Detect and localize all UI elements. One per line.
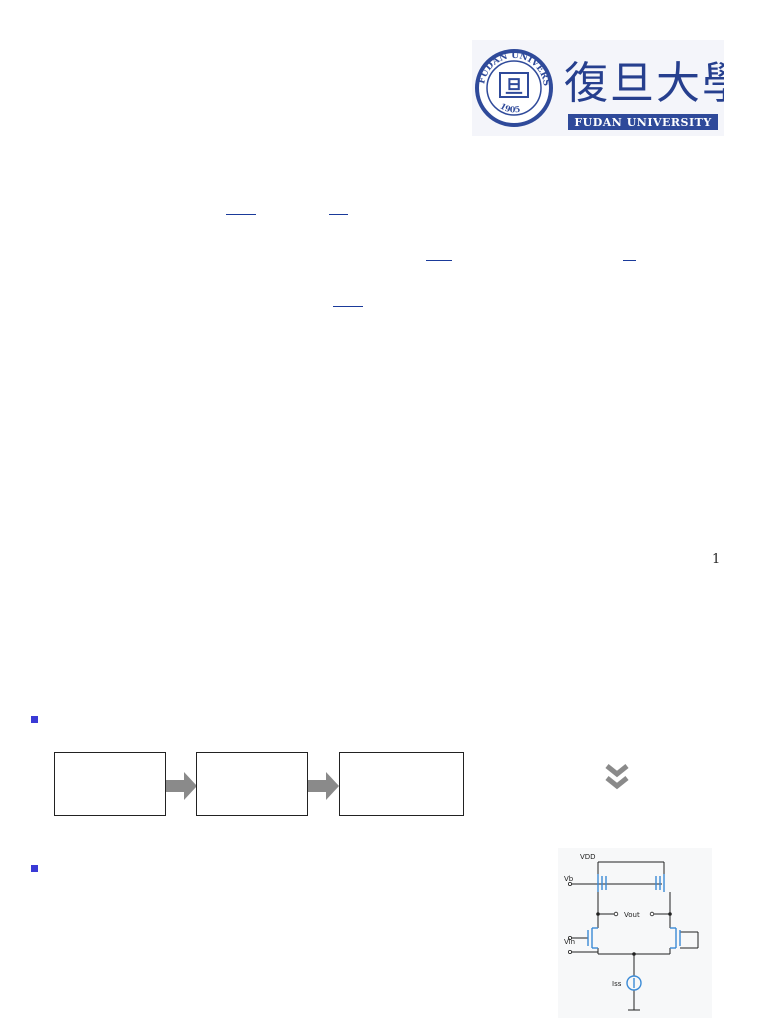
flow-block-1 xyxy=(54,752,166,816)
double-chevron-down-icon xyxy=(604,762,630,794)
underline-mark-3 xyxy=(426,260,452,261)
flow-arrow-2-icon xyxy=(308,768,340,808)
svg-text:旦: 旦 xyxy=(505,77,523,98)
bullet-marker-1 xyxy=(31,716,38,723)
flow-block-2 xyxy=(196,752,308,816)
svg-text:Vin: Vin xyxy=(564,938,575,946)
flow-block-3 xyxy=(339,752,464,816)
svg-text:Vout: Vout xyxy=(624,911,640,919)
fudan-university-logo: FUDAN UNIVERSITY 1905 旦 復旦大學 FUDAN UNIVE… xyxy=(468,33,746,136)
page-number: 1 xyxy=(712,552,721,567)
svg-text:復旦大學: 復旦大學 xyxy=(564,58,724,109)
differential-amplifier-schematic: VDD Vb Vout Vin Iss xyxy=(558,848,712,1018)
underline-mark-2 xyxy=(329,214,348,215)
bullet-marker-2 xyxy=(31,865,38,872)
svg-text:FUDAN UNIVERSITY: FUDAN UNIVERSITY xyxy=(574,116,711,129)
svg-text:VDD: VDD xyxy=(580,853,596,861)
underline-mark-1 xyxy=(226,214,256,215)
svg-text:Vb: Vb xyxy=(564,875,574,883)
flow-arrow-1-icon xyxy=(166,768,198,808)
underline-mark-4 xyxy=(623,260,636,261)
underline-mark-5 xyxy=(333,306,363,307)
svg-text:Iss: Iss xyxy=(612,980,622,988)
